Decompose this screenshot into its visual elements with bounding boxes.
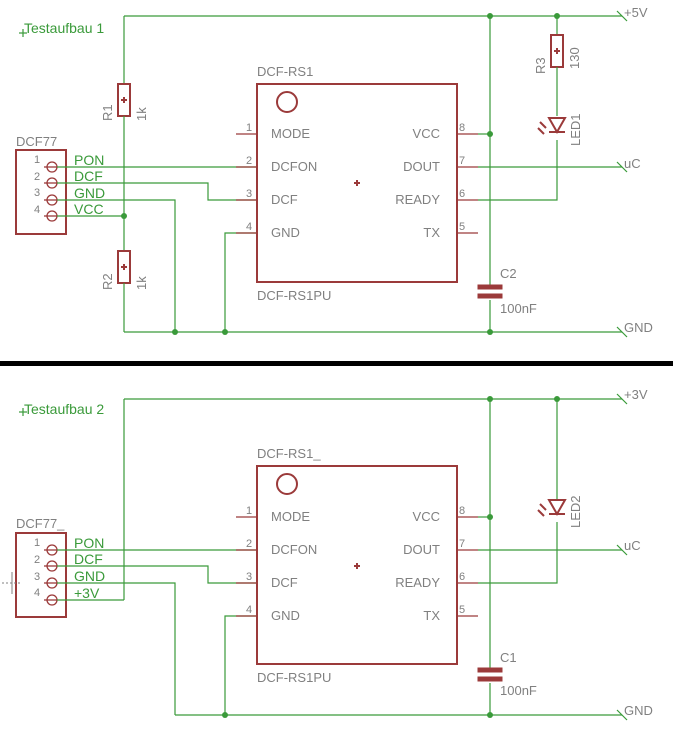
svg-text:1: 1 xyxy=(246,505,252,517)
svg-text:MODE: MODE xyxy=(271,126,310,141)
led-2[interactable] xyxy=(547,499,567,517)
pin-label-vcc-1: VCC xyxy=(74,201,104,217)
svg-text:3: 3 xyxy=(34,187,40,199)
svg-text:DOUT: DOUT xyxy=(403,159,440,174)
pin-label-dcf-2: DCF xyxy=(74,551,103,567)
svg-text:GND: GND xyxy=(271,608,300,623)
r3-value: 130 xyxy=(567,47,582,69)
section-2-title: Testaufbau 2 xyxy=(24,401,104,417)
connector-1-name: DCF77 xyxy=(16,134,57,149)
ic-1-orientation-dot xyxy=(276,91,298,113)
ic-1-name: DCF-RS1 xyxy=(257,64,313,79)
pin-label-pon-2: PON xyxy=(74,535,104,551)
svg-text:GND: GND xyxy=(271,225,300,240)
net-label-3v: +3V xyxy=(624,387,648,402)
svg-text:MODE: MODE xyxy=(271,509,310,524)
svg-text:TX: TX xyxy=(423,225,440,240)
svg-text:2: 2 xyxy=(34,554,40,566)
svg-text:1: 1 xyxy=(246,122,252,134)
svg-text:2: 2 xyxy=(34,171,40,183)
led-1-name: LED1 xyxy=(568,113,583,146)
ic-2-name: DCF-RS1_ xyxy=(257,446,321,461)
section-1: Testaufbau 1 +5V GND R1 1k R2 1k DCF77 1… xyxy=(15,5,653,338)
ic-2-orientation-dot xyxy=(276,473,298,495)
svg-text:READY: READY xyxy=(395,575,440,590)
pin-label-3v: +3V xyxy=(74,585,100,601)
r2-name: R2 xyxy=(100,273,115,290)
svg-text:3: 3 xyxy=(34,571,40,583)
svg-text:3: 3 xyxy=(246,571,252,583)
r1-value: 1k xyxy=(134,107,149,121)
c2-value: 100nF xyxy=(500,301,537,316)
svg-text:5: 5 xyxy=(459,221,465,233)
net-label-5v: +5V xyxy=(624,5,648,20)
r3-name: R3 xyxy=(533,57,548,74)
section-2: Testaufbau 2 +3V GND DCF77_ 1 2 3 4 PON … xyxy=(2,387,653,721)
svg-text:7: 7 xyxy=(459,155,465,167)
connector-1-pins: 1 2 3 4 xyxy=(34,154,58,222)
svg-text:6: 6 xyxy=(459,571,465,583)
section-divider xyxy=(0,361,673,366)
capacitor-c2[interactable] xyxy=(477,284,503,290)
svg-text:8: 8 xyxy=(459,505,465,517)
svg-text:4: 4 xyxy=(34,204,40,216)
connector-2-name: DCF77_ xyxy=(16,516,65,531)
led-1[interactable] xyxy=(547,117,567,135)
svg-text:VCC: VCC xyxy=(413,126,440,141)
connector-2-pins: 1 2 3 4 xyxy=(34,537,58,606)
ic-2-value: DCF-RS1PU xyxy=(257,670,331,685)
net-label-uc-1: uC xyxy=(624,156,641,171)
ic-1-value: DCF-RS1PU xyxy=(257,288,331,303)
capacitor-c1[interactable] xyxy=(477,667,503,673)
svg-text:2: 2 xyxy=(246,155,252,167)
pin-label-gnd-2: GND xyxy=(74,568,105,584)
svg-text:4: 4 xyxy=(34,587,40,599)
section-1-title: Testaufbau 1 xyxy=(24,20,104,36)
net-label-uc-2: uC xyxy=(624,538,641,553)
svg-text:7: 7 xyxy=(459,538,465,550)
c1-value: 100nF xyxy=(500,683,537,698)
svg-text:4: 4 xyxy=(246,604,252,616)
svg-text:READY: READY xyxy=(395,192,440,207)
r1-name: R1 xyxy=(100,104,115,121)
net-label-gnd-2: GND xyxy=(624,703,653,718)
r2-value: 1k xyxy=(134,276,149,290)
svg-text:2: 2 xyxy=(246,538,252,550)
ic-dcf-rs1[interactable] xyxy=(256,83,458,283)
c2-name: C2 xyxy=(500,266,517,281)
svg-text:8: 8 xyxy=(459,122,465,134)
c1-name: C1 xyxy=(500,650,517,665)
svg-text:DCF: DCF xyxy=(271,575,298,590)
svg-text:6: 6 xyxy=(459,188,465,200)
svg-text:3: 3 xyxy=(246,188,252,200)
pin-label-dcf-1: DCF xyxy=(74,168,103,184)
pin-label-pon-1: PON xyxy=(74,152,104,168)
svg-text:4: 4 xyxy=(246,221,252,233)
svg-text:DCFON: DCFON xyxy=(271,159,317,174)
ic-dcf-rs1-2[interactable] xyxy=(256,465,458,665)
svg-text:VCC: VCC xyxy=(413,509,440,524)
svg-text:DCFON: DCFON xyxy=(271,542,317,557)
svg-text:1: 1 xyxy=(34,537,40,549)
svg-text:DOUT: DOUT xyxy=(403,542,440,557)
net-label-gnd-1: GND xyxy=(624,320,653,335)
svg-text:TX: TX xyxy=(423,608,440,623)
svg-text:DCF: DCF xyxy=(271,192,298,207)
connector-dcf77[interactable] xyxy=(15,149,67,235)
led-2-name: LED2 xyxy=(568,495,583,528)
connector-dcf77-2[interactable] xyxy=(15,532,67,618)
svg-text:1: 1 xyxy=(34,154,40,166)
svg-text:5: 5 xyxy=(459,604,465,616)
pin-label-gnd-1: GND xyxy=(74,185,105,201)
